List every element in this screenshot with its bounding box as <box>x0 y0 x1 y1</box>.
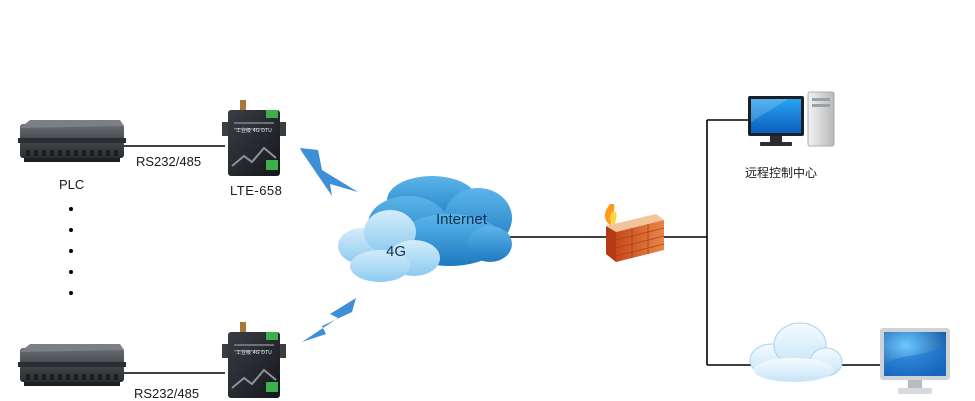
dtu-label-top: LTE-658 <box>230 183 283 198</box>
connection-lines <box>122 119 882 374</box>
link-label-bottom: RS232/485 <box>134 386 200 401</box>
plc-label-top: PLC <box>59 177 85 192</box>
control-center-label: 远程控制中心 <box>745 166 818 180</box>
4g-cloud <box>338 210 440 282</box>
ellipsis-dot <box>69 207 73 211</box>
lightning-bolt-icon-top <box>300 148 358 196</box>
dtu-device-top <box>222 100 286 176</box>
ellipsis-dot <box>69 270 73 274</box>
ellipsis-dot <box>69 291 73 295</box>
link-label-top: RS232/485 <box>136 154 202 169</box>
dtu-brand-text-top: 工业级 4G DTU <box>236 127 272 134</box>
dtu-brand-text-bottom: 工业级 4G DTU <box>236 349 272 356</box>
plc-device-top <box>18 120 126 162</box>
lightning-bolt-icon-bottom <box>302 298 356 342</box>
internet-label: Internet <box>436 211 487 228</box>
monitor-icon <box>880 328 950 394</box>
ellipsis-dot <box>69 228 73 232</box>
dtu-device-bottom <box>222 322 286 398</box>
4g-label: 4G <box>386 243 407 260</box>
plc-device-bottom <box>18 344 126 386</box>
cloud-service-icon <box>749 322 843 382</box>
firewall-icon <box>604 204 665 262</box>
ellipsis-dot <box>69 249 73 253</box>
desktop-computer-icon <box>748 91 835 147</box>
